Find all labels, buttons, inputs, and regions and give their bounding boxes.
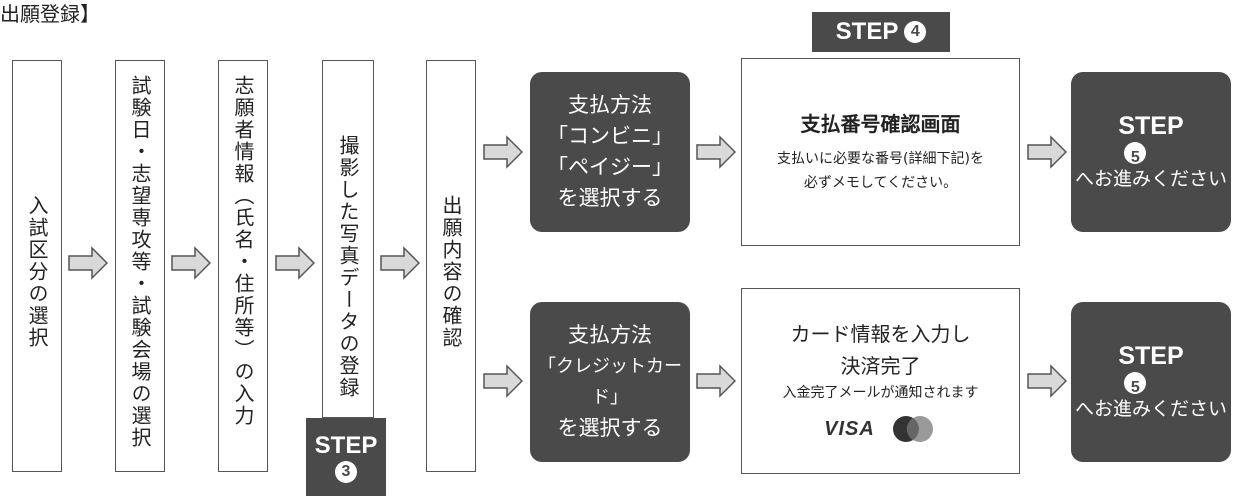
visa-logo: VISA	[824, 417, 875, 440]
step3-label: STEP 3	[306, 418, 386, 496]
step5-proceed-label: へお進みください	[1074, 168, 1227, 190]
step5-text: STEP	[1118, 112, 1184, 140]
flow-box-label: 試験日・志望専攻等・試験会場の選択	[128, 75, 152, 449]
payment-credit-label: 「クレジットカード」	[538, 356, 682, 408]
page-title: 出願登録】	[0, 2, 100, 26]
confirm-title: 支払番号確認画面	[800, 112, 961, 136]
payment-conbini-label: 「コンビニ」	[547, 124, 673, 148]
flow-box-label: 志願者情報（氏名・住所等）の入力	[231, 75, 255, 427]
arrow-right-icon	[1027, 364, 1067, 398]
step5-number: 5	[1124, 372, 1147, 396]
mastercard-logo-icon	[892, 416, 933, 442]
flow-box-label: 撮影した写真データの登録	[336, 135, 360, 399]
arrow-right-icon	[696, 135, 736, 169]
payment-select-label: を選択する	[557, 186, 663, 210]
arrow-right-icon	[483, 135, 523, 169]
confirm-note-line2: 必ずメモしてください。	[803, 175, 958, 191]
card-brand-logos: VISA	[824, 414, 937, 444]
confirm-note-line1: 支払いに必要な番号(詳細下記)を	[777, 151, 984, 167]
payment-payeasy-label: 「ペイジー」	[547, 155, 673, 179]
payment-select-label: を選択する	[557, 416, 663, 440]
arrow-right-icon	[275, 246, 315, 280]
arrow-right-icon	[483, 364, 523, 398]
payment-credit-box: 支払方法 「クレジットカード」 を選択する	[530, 302, 690, 462]
flow-box-entry-category: 入試区分の選択	[12, 60, 62, 472]
step5-text: STEP	[1118, 342, 1184, 370]
flow-box-label: 出願内容の確認	[439, 195, 463, 349]
card-title-line1: カード情報を入力し	[790, 322, 971, 346]
flow-box-confirm: 出願内容の確認	[426, 60, 476, 472]
arrow-right-icon	[68, 246, 108, 280]
step3-number: 3	[335, 461, 357, 483]
step4-text: STEP	[835, 18, 899, 45]
flow-box-photo-upload: 撮影した写真データの登録	[322, 60, 374, 418]
step3-text: STEP	[314, 432, 378, 459]
flow-box-label: 入試区分の選択	[25, 195, 49, 349]
arrow-right-icon	[696, 364, 736, 398]
card-title-line2: 決済完了	[840, 354, 921, 378]
step5-number: 5	[1124, 142, 1147, 166]
step4-number: 4	[904, 21, 927, 43]
payment-method-label: 支払方法	[568, 323, 652, 347]
flow-box-exam-date: 試験日・志望専攻等・試験会場の選択	[115, 60, 165, 472]
payment-number-confirm-box: 支払番号確認画面 支払いに必要な番号(詳細下記)を 必ずメモしてください。	[741, 58, 1020, 246]
card-entry-box: カード情報を入力し 決済完了 入金完了メールが通知されます VISA	[741, 288, 1020, 474]
card-note: 入金完了メールが通知されます	[782, 385, 979, 401]
step4-label: STEP 4	[812, 12, 950, 52]
payment-convenience-box: 支払方法 「コンビニ」 「ペイジー」 を選択する	[530, 72, 690, 232]
step5-proceed-label: へお進みください	[1074, 398, 1227, 420]
arrow-right-icon	[171, 246, 211, 280]
arrow-right-icon	[1027, 135, 1067, 169]
flow-box-applicant-info: 志願者情報（氏名・住所等）の入力	[218, 60, 268, 472]
arrow-right-icon	[380, 246, 420, 280]
payment-method-label: 支払方法	[568, 93, 652, 117]
